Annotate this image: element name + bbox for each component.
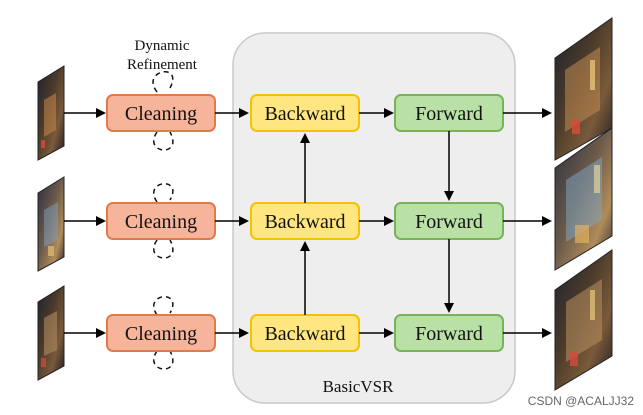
dynamic-refinement-label-line2: Refinement: [127, 57, 198, 73]
backward-label-2: Backward: [264, 211, 345, 233]
backward-label-3: Backward: [264, 323, 345, 345]
input-frame-3: [37, 285, 65, 381]
output-frame-1: [554, 17, 613, 161]
forward-label-1: Forward: [415, 103, 483, 125]
input-frame-1: [37, 65, 65, 161]
dynamic-refinement-label-line1: Dynamic: [135, 38, 190, 54]
refinement-loop-2: [153, 183, 174, 259]
input-frame-2: [37, 176, 65, 272]
basicvsr-group-label: BasicVSR: [323, 377, 395, 396]
forward-label-3: Forward: [415, 323, 483, 345]
output-frame-2: [554, 127, 613, 271]
refinement-loop-3: [153, 296, 174, 370]
backward-label-1: Backward: [264, 103, 345, 125]
cleaning-label-2: Cleaning: [125, 211, 197, 233]
forward-label-2: Forward: [415, 211, 483, 233]
watermark-text: CSDN @ACALJJ32: [528, 394, 635, 408]
cleaning-label-3: Cleaning: [125, 323, 197, 345]
output-frame-3: [554, 249, 613, 391]
cleaning-label-1: Cleaning: [125, 103, 197, 125]
